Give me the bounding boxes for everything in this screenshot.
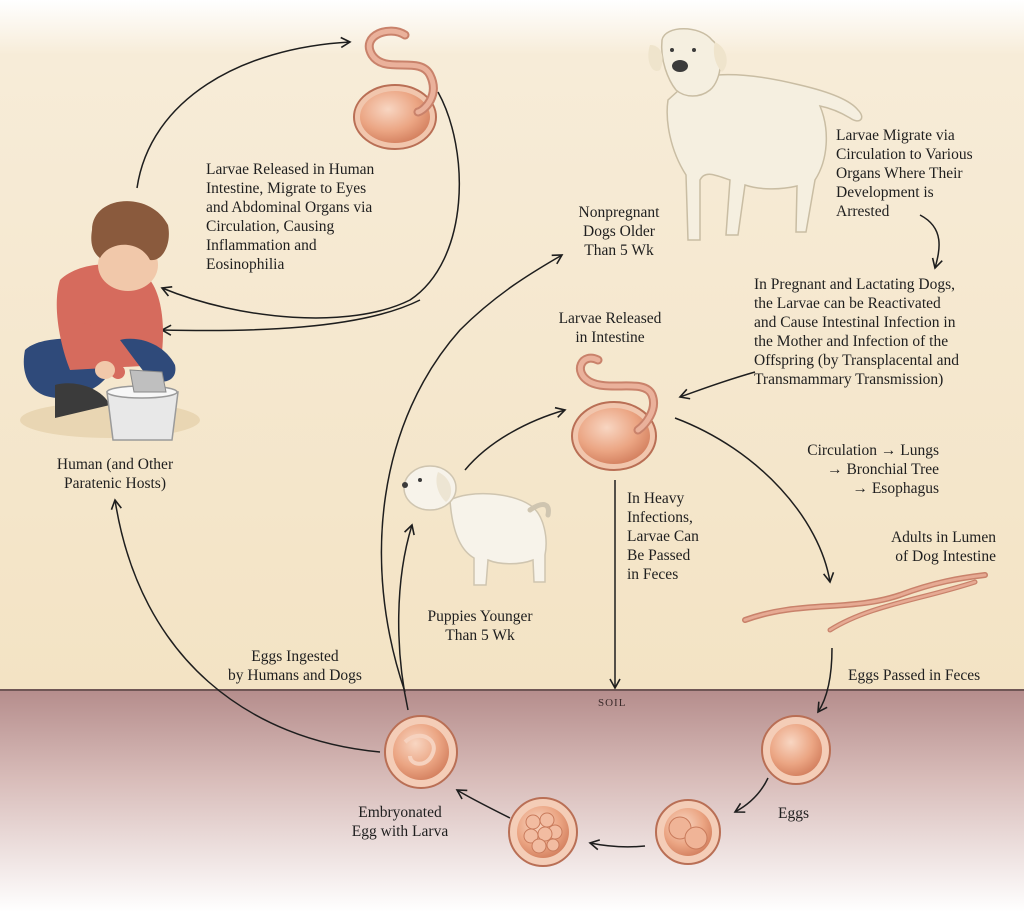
arrow-egg-to-puppy: [398, 523, 415, 711]
egg-cleaving: [655, 799, 721, 865]
egg-embryonated: [384, 715, 458, 789]
label-human-larvae-migration: Larvae Released in Human Intestine, Migr…: [206, 161, 375, 273]
label-pregnant-dogs: In Pregnant and Lactating Dogs, the Larv…: [754, 276, 960, 388]
label-circulation-path: Circulation → Lungs → Bronchial Tree → E…: [807, 442, 939, 497]
child-illustration: [20, 201, 200, 441]
arrow-puppy-to-intestine: [464, 406, 567, 471]
label-eggs: Eggs: [778, 805, 809, 822]
adult-dog-illustration: [648, 28, 863, 241]
label-embryonated-egg: Embryonated Egg with Larva: [351, 804, 449, 840]
label-nonpregnant-dogs: Nonpregnant Dogs Older Than 5 Wk: [578, 204, 660, 259]
arrow-migrate-to-reactivate: [919, 214, 943, 270]
label-larvae-released-intestine: Larvae Released in Intestine: [558, 310, 662, 346]
arrow-adults-to-eggs: [817, 647, 833, 714]
arrow-morula-to-embryonated: [455, 789, 511, 819]
egg-morula: [508, 797, 578, 867]
egg-single-cell: [761, 715, 831, 785]
larva-emerging-egg-intestine: [571, 353, 658, 471]
label-adults-lumen: Adults in Lumen of Dog Intestine: [890, 529, 996, 565]
label-eggs-ingested: Eggs Ingested by Humans and Dogs: [228, 648, 362, 684]
label-eggs-passed-feces: Eggs Passed in Feces: [848, 667, 981, 684]
label-dog-larvae-migrate: Larvae Migrate via Circulation to Variou…: [836, 127, 973, 220]
arrow-egg-to-human: [110, 498, 381, 753]
label-soil: SOIL: [598, 697, 627, 709]
arrow-larva-to-human-upper: [160, 91, 461, 319]
arrow-cleaving-to-morula: [588, 839, 646, 851]
label-human-host: Human (and Other Paratenic Hosts): [56, 456, 174, 492]
label-heavy-infections: In Heavy Infections, Larvae Can Be Passe…: [627, 490, 699, 583]
arrow-larva-to-human-lower: [160, 299, 421, 336]
arrow-human-to-larva: [136, 36, 352, 189]
arrow-egg-to-older-dogs: [380, 254, 564, 693]
cycle-arrows: [110, 36, 943, 851]
puppy-illustration: [402, 465, 551, 586]
label-puppies-younger: Puppies Younger Than 5 Wk: [427, 608, 533, 644]
larva-emerging-egg-human: [353, 26, 438, 150]
arrow-intestine-to-adults: [674, 417, 835, 584]
arrow-eggs-to-cleaving: [733, 777, 769, 813]
arrow-reactivation-to-intestine: [678, 371, 756, 400]
adult-worms: [742, 572, 988, 633]
soil-background: [0, 690, 1024, 912]
